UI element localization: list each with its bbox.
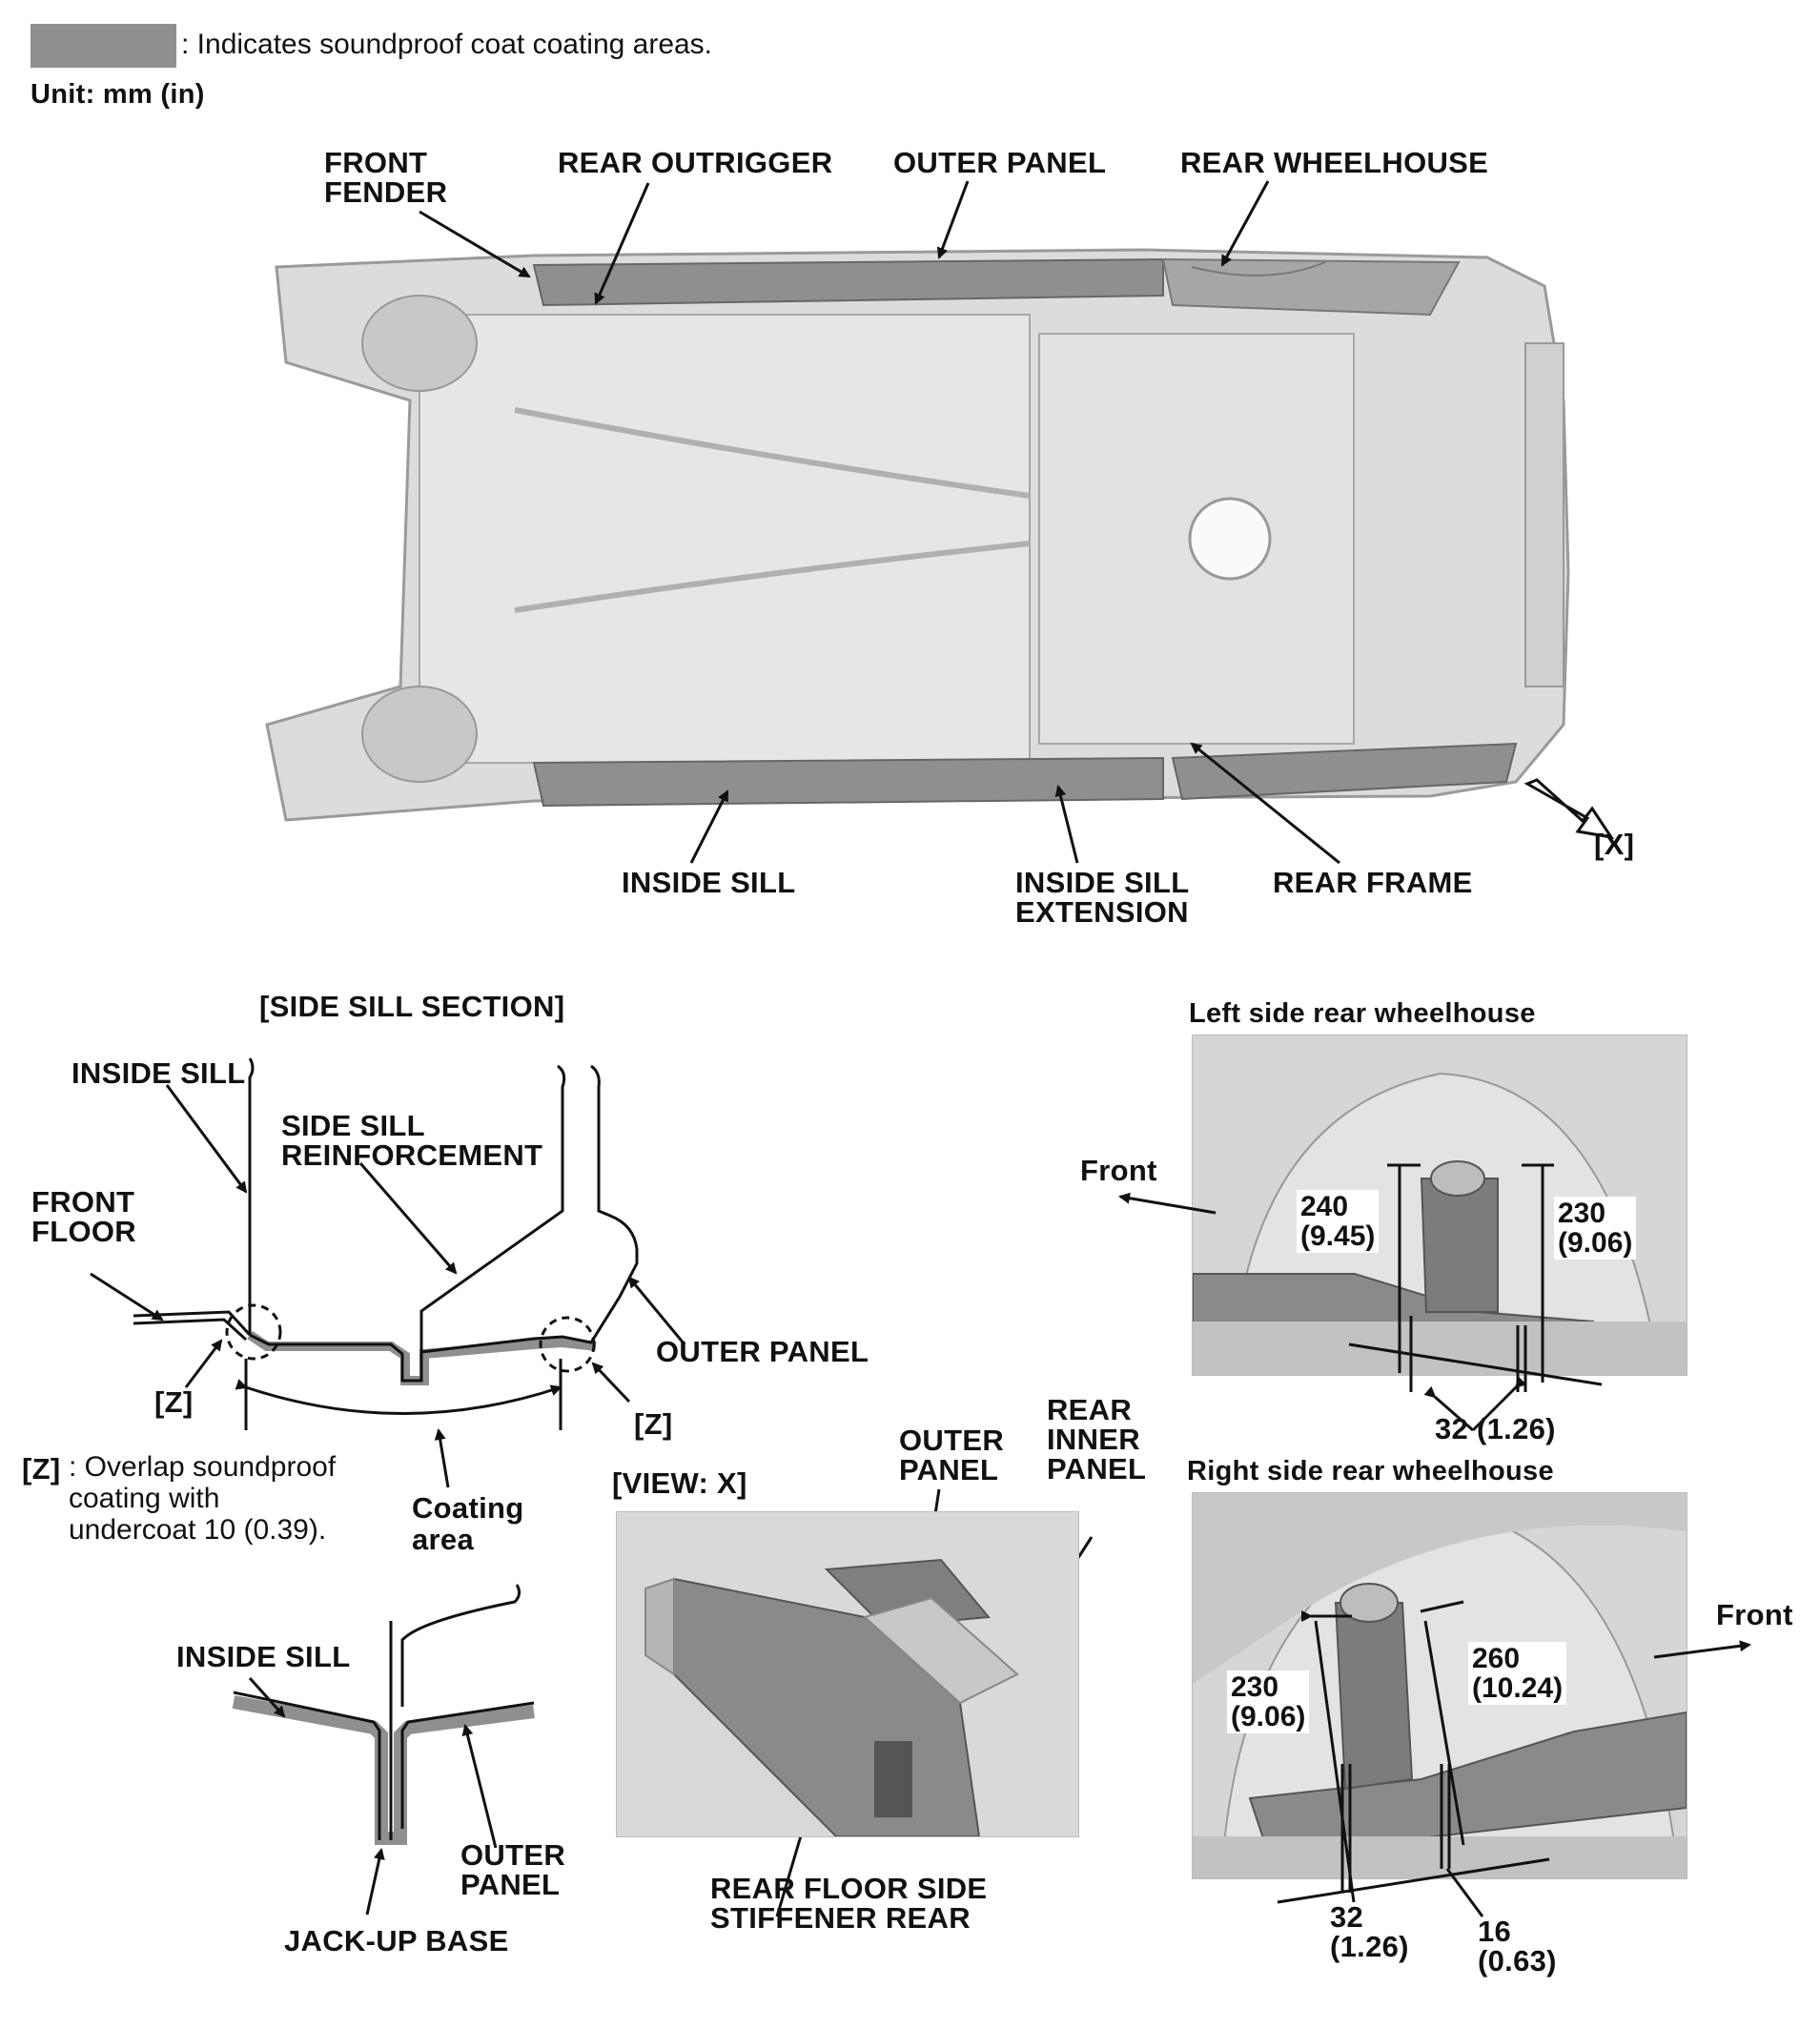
side-sill-leaders bbox=[90, 1084, 686, 1488]
label-inside-sill-jackup: INSIDE SILL bbox=[176, 1640, 351, 1673]
label-rear-wheelhouse: REAR WHEELHOUSE bbox=[1180, 146, 1489, 179]
unit-label: Unit: mm (in) bbox=[31, 79, 205, 110]
label-inside-sill-section: INSIDE SILL bbox=[72, 1056, 246, 1090]
label-view-x-marker: [X] bbox=[1594, 828, 1635, 861]
label-side-sill-reinforcement: SIDE SILL REINFORCEMENT bbox=[281, 1109, 543, 1172]
left-wheelhouse-title: Left side rear wheelhouse bbox=[1189, 998, 1536, 1029]
label-inside-sill-extension: INSIDE SILL EXTENSION bbox=[1015, 866, 1190, 929]
label-jack-up-base: JACK-UP BASE bbox=[284, 1924, 509, 1957]
label-rear-outrigger: REAR OUTRIGGER bbox=[558, 146, 833, 179]
z-note-key: [Z] bbox=[22, 1452, 61, 1486]
right-dim-230: 230 (9.06) bbox=[1227, 1670, 1310, 1733]
view-x-title: [VIEW: X] bbox=[612, 1466, 747, 1500]
view-x-photo bbox=[616, 1511, 1079, 1837]
jack-up-leaders bbox=[248, 1676, 498, 1916]
side-sill-section-title: [SIDE SILL SECTION] bbox=[259, 990, 565, 1023]
left-front-label: Front bbox=[1080, 1154, 1157, 1187]
label-outer-panel-section: OUTER PANEL bbox=[656, 1335, 869, 1368]
right-dim-16: 16 (0.63) bbox=[1478, 1915, 1557, 1978]
right-wheelhouse-title: Right side rear wheelhouse bbox=[1187, 1456, 1554, 1486]
right-dim-260: 260 (10.24) bbox=[1468, 1642, 1567, 1705]
underbody-illustration bbox=[265, 248, 1570, 822]
side-sill-section-drawing bbox=[133, 1057, 639, 1430]
left-dim-230: 230 (9.06) bbox=[1554, 1197, 1637, 1260]
left-dim-240: 240 (9.45) bbox=[1297, 1190, 1380, 1253]
label-z-right: [Z] bbox=[634, 1407, 673, 1441]
right-dim-32: 32 (1.26) bbox=[1330, 1900, 1409, 1963]
label-coating-area: Coating area bbox=[412, 1491, 524, 1556]
label-rear-floor-side-stiffener: REAR FLOOR SIDE STIFFENER REAR bbox=[710, 1872, 988, 1935]
label-z-left: [Z] bbox=[154, 1385, 194, 1419]
legend-text: : Indicates soundproof coat coating area… bbox=[181, 29, 713, 60]
label-rear-frame: REAR FRAME bbox=[1273, 866, 1473, 899]
z-note-text: : Overlap soundproof coating with underc… bbox=[69, 1451, 337, 1546]
view-x-arrow bbox=[1523, 778, 1615, 840]
label-outer-panel-viewx: OUTER PANEL bbox=[899, 1424, 1004, 1486]
jack-up-section-drawing bbox=[232, 1584, 535, 1845]
legend-swatch bbox=[31, 24, 176, 68]
top-view-leaders bbox=[419, 180, 1340, 865]
left-dim-32: 32 (1.26) bbox=[1435, 1412, 1556, 1445]
label-outer-panel-jackup: OUTER PANEL bbox=[460, 1838, 565, 1901]
right-front-label: Front bbox=[1716, 1598, 1793, 1631]
label-outer-panel-top: OUTER PANEL bbox=[893, 146, 1107, 179]
label-front-floor: FRONT FLOOR bbox=[31, 1185, 136, 1248]
label-front-fender: FRONT FENDER bbox=[324, 146, 448, 209]
label-rear-inner-panel: REAR INNER PANEL bbox=[1047, 1393, 1147, 1486]
label-inside-sill-top: INSIDE SILL bbox=[622, 866, 796, 899]
